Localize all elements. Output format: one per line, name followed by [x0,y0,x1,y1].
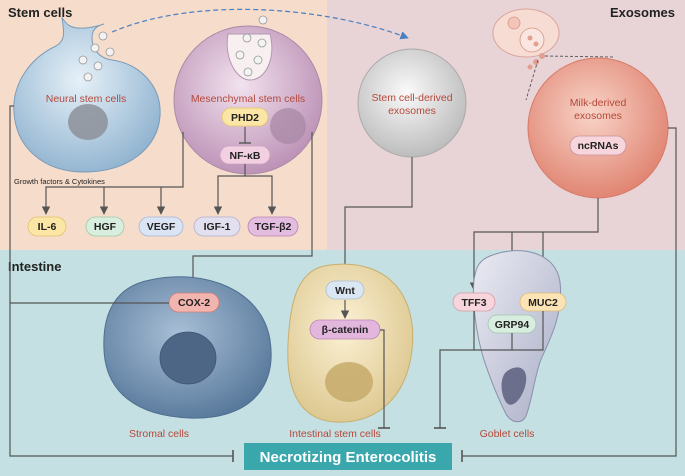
tgfb2-label: TGF-β2 [255,221,292,233]
vesicle-icon [78,55,88,65]
stromal-cells-label: Stromal cells [129,428,189,440]
milk-exosome-label-line1: Milk-derived [570,97,627,109]
wnt-pill [325,280,365,300]
stromal-nucleus [159,331,217,385]
milk-vesicle [492,8,560,70]
milk-inhibit-line [462,127,677,457]
stem-cells-title: Stem cells [8,5,72,20]
vesicle-icon [539,53,545,59]
arrow-to-il6 [41,132,184,215]
bcatenin-label: β-catenin [322,324,369,336]
vesicle-icon [257,38,267,48]
zoom-line-left [525,59,539,101]
hgf-label: HGF [94,221,117,233]
vesicle-icon [507,16,521,30]
growth-factors-label: Growth factors & Cytokines [14,177,105,186]
muc2-label: MUC2 [528,297,558,309]
stem-exosome-label-line2: exosomes [388,105,436,117]
goblet-inhibit-line [439,311,475,428]
igf1-pill [193,216,241,237]
goblet-nucleus [501,367,527,405]
igf1-label: IGF-1 [204,221,231,233]
bcatenin-inhibit-line [380,329,385,428]
stem-cell-exosome: Stem cell-derived exosomes [357,48,467,158]
vesicle-icon [533,59,539,65]
vesicle-icon [533,41,539,47]
vesicle-icon [253,55,263,65]
milk-exosome: Milk-derived exosomes ncRNAs [527,57,669,199]
mesenchymal-stem-cells-label: Mesenchymal stem cells [191,93,305,105]
vesicle-icon [242,33,252,43]
goblet-cells-label: Goblet cells [480,428,535,440]
tff3-label: TFF3 [461,297,486,309]
mesenchymal-nucleus [270,108,306,144]
vesicle-icon [519,27,545,53]
muc2-join-line [474,311,544,351]
intestinal-stem-cells-label: Intestinal stem cells [289,428,381,440]
neural-inhibit-line [9,105,233,457]
intestinal-stem-cell [287,263,414,423]
tgfb2-pill [247,216,299,237]
nfkb-label: NF-κB [230,150,261,162]
grp94-label: GRP94 [495,319,530,331]
cox2-label: COX-2 [178,297,210,309]
arrow-to-wnt [340,157,413,273]
arrow-to-tgfb2 [245,175,277,215]
vesicle-icon [90,43,100,53]
hgf-pill [85,216,125,237]
vesicle-icon [98,31,108,41]
stromal-cell [103,276,272,419]
neural-nucleus [68,104,108,140]
vesicle-icon [93,61,103,71]
il6-pill [27,216,67,237]
intestinal-nucleus [325,362,373,402]
vesicle-icon [527,35,533,41]
arrow-to-tff3 [469,198,599,291]
intestine-title: Intestine [8,259,61,274]
vegf-pill [138,216,184,237]
vesicle-icon [235,50,245,60]
wnt-label: Wnt [335,285,355,297]
exosomes-title: Exosomes [610,5,675,20]
secretion-dashed-arrow [111,8,409,40]
nec-label: Necrotizing Enterocolitis [260,449,437,466]
phd2-label: PHD2 [231,112,259,124]
il6-label: IL-6 [38,221,57,233]
vegf-label: VEGF [147,221,176,233]
neural-stem-cells-label: Neural stem cells [46,93,127,105]
phd2-pill [221,107,269,127]
vesicle-icon [243,67,253,77]
neural-stem-cell: Neural stem cells [13,16,161,173]
mesenchymal-stem-cell: Mesenchymal stem cells [173,15,323,175]
arrow-to-igf1 [213,164,246,215]
nec-box [244,443,452,470]
vesicle-icon [83,72,93,82]
zoom-line-top [544,55,616,58]
stem-exosome-label-line1: Stem cell-derived [371,92,452,104]
arrow-to-cox2 [188,132,313,288]
vesicle-icon [527,64,533,70]
ncrnas-label: ncRNAs [578,140,619,152]
vesicle-icon [105,47,115,57]
ncrnas-pill [569,135,627,156]
vesicle-icon [258,15,268,25]
milk-exosome-label-line2: exosomes [574,110,622,122]
